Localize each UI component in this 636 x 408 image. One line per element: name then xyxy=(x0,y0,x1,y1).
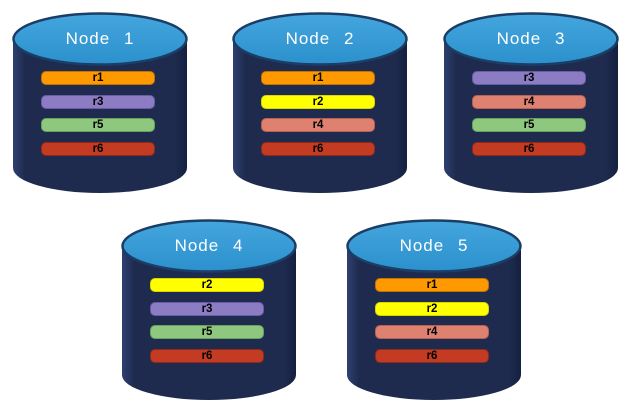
node-cylinder-2: Node 2 r1 r2 r4 r6 xyxy=(232,12,408,194)
node-cylinder-5: Node 5 r1 r2 r4 r6 xyxy=(346,219,522,401)
replica-bar: r5 xyxy=(472,118,586,132)
node-title: Node 1 xyxy=(65,29,135,48)
replica-bar: r1 xyxy=(41,71,155,85)
replica-bar: r1 xyxy=(375,278,489,292)
replica-bar: r4 xyxy=(375,325,489,339)
node-title: Node 2 xyxy=(285,29,355,48)
replica-bar: r5 xyxy=(41,118,155,132)
replica-bar: r2 xyxy=(375,302,489,316)
replica-bar: r4 xyxy=(472,95,586,109)
replica-bar: r3 xyxy=(41,95,155,109)
node-title: Node 5 xyxy=(399,236,469,255)
replica-bar: r6 xyxy=(472,142,586,156)
node-cylinder-1: Node 1 r1 r3 r5 r6 xyxy=(12,12,188,194)
node-title: Node 3 xyxy=(496,29,566,48)
replica-bar: r6 xyxy=(261,142,375,156)
node-cylinder-4: Node 4 r2 r3 r5 r6 xyxy=(121,219,297,401)
replica-bar: r2 xyxy=(261,95,375,109)
replica-bar: r5 xyxy=(150,325,264,339)
replica-bar: r6 xyxy=(375,349,489,363)
replica-bar: r4 xyxy=(261,118,375,132)
node-cylinder-3: Node 3 r3 r4 r5 r6 xyxy=(443,12,619,194)
replica-bar: r1 xyxy=(261,71,375,85)
node-title: Node 4 xyxy=(174,236,244,255)
replica-bar: r2 xyxy=(150,278,264,292)
replica-bar: r6 xyxy=(150,349,264,363)
replica-bar: r3 xyxy=(472,71,586,85)
replica-bar: r3 xyxy=(150,302,264,316)
replica-bar: r6 xyxy=(41,142,155,156)
